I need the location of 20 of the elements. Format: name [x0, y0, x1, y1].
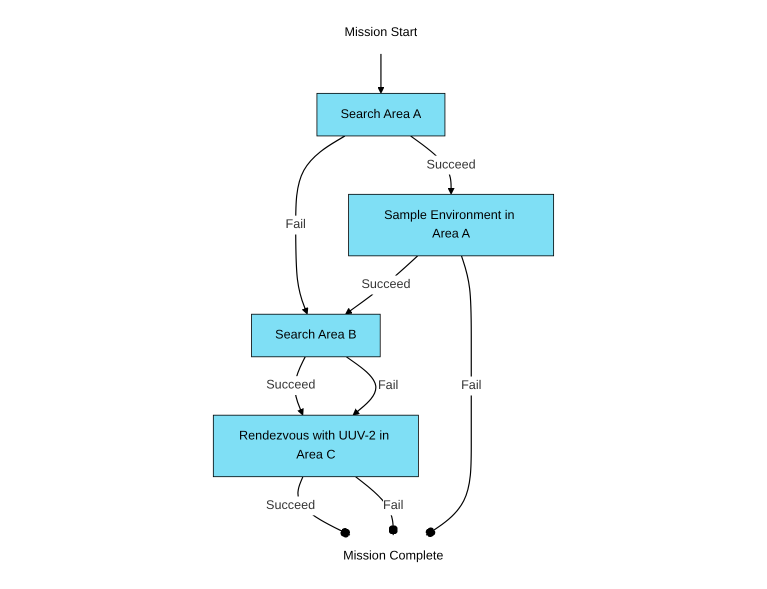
node-text: Mission Complete [343, 549, 444, 563]
edge-label: Succeed [266, 378, 316, 392]
node-box: Rendezvous with UUV-2 in Area C [212, 414, 419, 478]
arrow [345, 255, 418, 315]
edge-label: Fail [461, 378, 482, 392]
edge-label: Succeed [266, 498, 316, 512]
arrow [377, 54, 384, 94]
connector [426, 256, 472, 538]
node-box: Sample Environment in Area A [348, 194, 554, 256]
edge-label: Succeed [361, 278, 411, 292]
arrow [295, 135, 346, 315]
node-text: Mission Start [344, 26, 418, 39]
node-box: Search Area A [316, 92, 446, 136]
edge-label: Succeed [426, 158, 476, 172]
node-box: Search Area B [251, 314, 381, 358]
edge-label: Fail [286, 218, 306, 232]
connector [355, 476, 398, 536]
edge-label: Fail [378, 378, 398, 392]
arrow [346, 356, 376, 416]
edge-label: Fail [383, 498, 404, 512]
